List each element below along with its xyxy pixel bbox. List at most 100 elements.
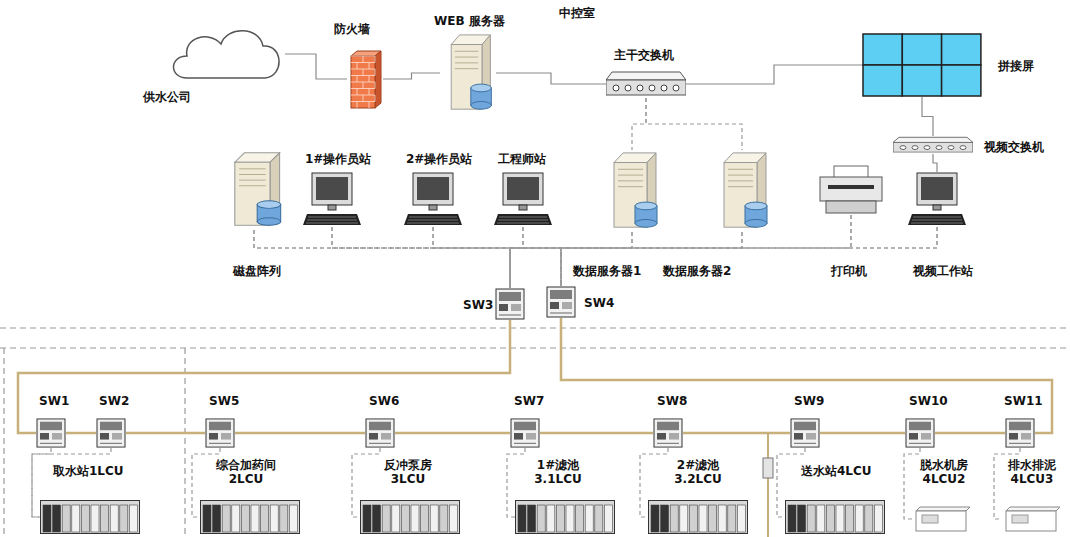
node-label: SW7 bbox=[513, 392, 545, 410]
network-link bbox=[510, 232, 632, 288]
network-link bbox=[496, 73, 606, 84]
panel-node: 脱水机房 4LCU2 bbox=[912, 456, 976, 533]
server-node: 数据服务器2 bbox=[662, 150, 772, 280]
sw-graphic bbox=[905, 418, 935, 448]
node-label: 2#滤池 3.2LCU bbox=[666, 456, 730, 488]
sw-graphic bbox=[495, 288, 525, 320]
computer-icon bbox=[403, 172, 463, 227]
node-label: 取水站1LCU bbox=[52, 462, 125, 480]
plc-rack-icon bbox=[200, 500, 300, 534]
network-link bbox=[523, 227, 561, 286]
node-label: 数据服务器2 bbox=[662, 262, 732, 280]
zone-divider bbox=[0, 327, 1070, 328]
room-label: 中控室 bbox=[558, 4, 596, 22]
plc-rack-icon bbox=[785, 500, 885, 534]
sw-node: SW3 bbox=[462, 288, 525, 320]
node-label: SW11 bbox=[1003, 392, 1044, 410]
node-label: SW2 bbox=[98, 392, 130, 410]
node-label: SW8 bbox=[656, 392, 688, 410]
node-label: 综合加药间 2LCU bbox=[208, 456, 284, 488]
plc-graphic bbox=[40, 500, 140, 534]
computer-graphic bbox=[302, 172, 362, 227]
zone-divider bbox=[184, 348, 185, 537]
plc-node: 1#滤池 3.1LCU bbox=[515, 456, 615, 534]
network-link bbox=[561, 232, 742, 286]
network-switch-icon bbox=[905, 418, 935, 448]
node-label: SW9 bbox=[793, 392, 825, 410]
network-link bbox=[922, 97, 933, 136]
network-link bbox=[935, 432, 1005, 435]
network-link bbox=[395, 432, 510, 435]
sw-graphic bbox=[205, 418, 235, 448]
network-link bbox=[433, 227, 510, 288]
network-link bbox=[66, 432, 96, 435]
sw-graphic bbox=[1005, 418, 1035, 448]
network-link bbox=[285, 54, 347, 79]
computer-graphic bbox=[493, 172, 553, 227]
computer-icon bbox=[302, 172, 362, 227]
sw-node: SW4 bbox=[546, 286, 615, 318]
network-switch-icon bbox=[653, 418, 683, 448]
server-graphic bbox=[602, 150, 662, 232]
network-link bbox=[433, 227, 561, 286]
sw-graphic bbox=[36, 418, 66, 448]
network-link bbox=[332, 227, 561, 286]
network-link bbox=[646, 98, 742, 150]
zone-divider bbox=[3, 348, 4, 537]
media-converter bbox=[763, 458, 773, 478]
plc-rack-icon bbox=[360, 500, 460, 534]
computer-node: 2#操作员站 bbox=[403, 150, 473, 227]
sw-graphic bbox=[546, 286, 576, 318]
sw-node: SW7 bbox=[510, 392, 545, 448]
node-label: 打印机 bbox=[830, 262, 868, 280]
panel-graphic bbox=[1002, 505, 1062, 533]
network-link bbox=[632, 98, 646, 150]
node-label: 1#操作员站 bbox=[304, 150, 372, 168]
plc-node: 2#滤池 3.2LCU bbox=[648, 456, 748, 534]
fiber-drop bbox=[767, 433, 769, 537]
switch-node: 主干交换机 bbox=[606, 46, 686, 98]
node-label: 排水排泥 4LCU3 bbox=[1000, 456, 1064, 488]
server-node: WEB 服务器 bbox=[433, 12, 506, 114]
node-label: 2#操作员站 bbox=[405, 150, 473, 168]
node-label: 视频交换机 bbox=[983, 138, 1045, 156]
network-link bbox=[126, 432, 205, 435]
server-node: 数据服务器1 bbox=[572, 150, 662, 280]
panel-node: 排水排泥 4LCU3 bbox=[1000, 456, 1064, 533]
cloud-node: 供水公司 bbox=[142, 20, 285, 106]
node-label: 反冲泵房 3LCU bbox=[374, 456, 442, 488]
cloud-icon bbox=[165, 20, 285, 88]
sw-graphic bbox=[365, 418, 395, 448]
panel-icon bbox=[912, 505, 972, 533]
node-label: 磁盘阵列 bbox=[232, 262, 282, 280]
plc-graphic bbox=[200, 500, 300, 534]
node-label: 数据服务器1 bbox=[572, 262, 642, 280]
server-icon bbox=[602, 150, 662, 232]
sw-node: SW10 bbox=[905, 392, 949, 448]
plc-rack-icon bbox=[648, 500, 748, 534]
node-label: SW1 bbox=[38, 392, 70, 410]
network-switch-icon bbox=[96, 418, 126, 448]
server-graphic bbox=[440, 32, 496, 114]
printer-graphic bbox=[818, 165, 884, 215]
computer-node: 视频工作站 bbox=[907, 172, 974, 280]
plc-rack-icon bbox=[40, 500, 140, 534]
network-link bbox=[540, 432, 653, 435]
sw-graphic bbox=[653, 418, 683, 448]
sw-node: SW1 bbox=[36, 392, 70, 448]
firewall-node: 防火墙 bbox=[333, 20, 383, 110]
node-label: 供水公司 bbox=[142, 88, 192, 106]
network-link bbox=[332, 227, 510, 288]
network-link bbox=[561, 227, 937, 286]
network-link bbox=[510, 232, 742, 288]
node-label: SW5 bbox=[208, 392, 240, 410]
server-icon bbox=[440, 32, 496, 114]
plc-node: 取水站1LCU bbox=[40, 462, 140, 534]
network-switch-icon bbox=[790, 418, 820, 448]
computer-node: 工程师站 bbox=[493, 150, 553, 227]
panel-graphic bbox=[912, 505, 972, 533]
screen-node: 拼接屏 bbox=[862, 33, 1035, 97]
server-node: 磁盘阵列 bbox=[222, 150, 286, 280]
node-label: 1#滤池 3.1LCU bbox=[526, 456, 590, 488]
